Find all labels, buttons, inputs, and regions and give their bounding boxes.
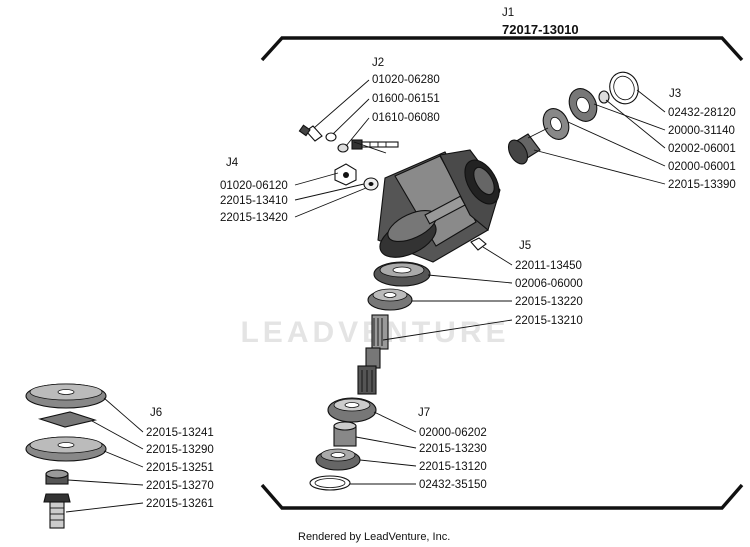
blade-bolt-drawing [43,493,71,529]
part-number-22015-13241[interactable]: 22015-13241 [146,427,214,439]
part-number-22015-13210[interactable]: 22015-13210 [515,315,583,327]
part-number-01020-06280[interactable]: 01020-06280 [372,74,440,86]
part-number-22015-13220[interactable]: 22015-13220 [515,296,583,308]
assembly-bracket-bottom [260,483,744,510]
pinion-gear-drawing [507,127,549,165]
seal-drawing [315,448,361,471]
part-number-02000-06001[interactable]: 02000-06001 [668,161,736,173]
group-label-j2: J2 [372,57,384,69]
blade-clip-drawing [37,411,98,428]
group-label-j7: J7 [418,407,430,419]
gear-case-housing-drawing [377,149,501,263]
bolt-drawing-long [351,139,399,150]
assembly-group-label: J1 [502,7,514,19]
part-number-02432-28120[interactable]: 02432-28120 [668,107,736,119]
part-number-02006-06000[interactable]: 02006-06000 [515,278,583,290]
part-number-01600-06151[interactable]: 01600-06151 [372,93,440,105]
clip-drawing [470,237,487,251]
part-number-22015-13270[interactable]: 22015-13270 [146,480,214,492]
part-number-22015-13120[interactable]: 22015-13120 [419,461,487,473]
flat-washer-drawing [337,143,349,153]
spacer-drawing [45,469,69,485]
group-label-j3: J3 [669,88,681,100]
ball-bearing-drawing-j3-a [568,88,598,122]
part-number-22015-13410[interactable]: 22015-13410 [220,195,288,207]
leader-lines [65,79,666,513]
part-number-02432-35150[interactable]: 02432-35150 [419,479,487,491]
part-number-22015-13261[interactable]: 22015-13261 [146,498,214,510]
part-number-01020-06120[interactable]: 01020-06120 [220,180,288,192]
group-label-j4: J4 [226,157,239,169]
outer-holder-drawing [25,383,107,409]
collar-drawing [333,421,357,447]
bearing-drawing-j5 [373,261,431,287]
bevel-gear-drawing [367,288,413,311]
assembly-bracket-top [260,36,744,62]
part-number-22015-13390[interactable]: 22015-13390 [668,179,736,191]
lock-washer-drawing [325,132,337,142]
group-label-j5: J5 [519,240,531,252]
part-number-22015-13230[interactable]: 22015-13230 [419,443,487,455]
part-number-20000-31140[interactable]: 20000-31140 [668,125,735,137]
assembly-part-number[interactable]: 72017-13010 [502,22,579,37]
part-number-22011-13450[interactable]: 22011-13450 [515,260,582,272]
part-number-22015-13251[interactable]: 22015-13251 [146,462,214,474]
ball-bearing-drawing-j3-b [542,108,570,140]
group-label-j6: J6 [150,407,162,419]
output-shaft-drawing [357,314,389,395]
part-number-22015-13290[interactable]: 22015-13290 [146,444,214,456]
snap-ring-drawing-j7 [309,475,351,491]
ball-bearing-drawing-j7 [327,397,377,423]
part-number-02000-06202[interactable]: 02000-06202 [419,427,487,439]
part-number-01610-06080[interactable]: 01610-06080 [372,112,440,124]
bolt-drawing-small [298,124,323,142]
part-number-22015-13420[interactable]: 22015-13420 [220,212,288,224]
footer-credit: Rendered by LeadVenture, Inc. [298,531,450,543]
inner-holder-drawing [25,436,107,462]
part-number-02002-06001[interactable]: 02002-06001 [668,143,736,155]
